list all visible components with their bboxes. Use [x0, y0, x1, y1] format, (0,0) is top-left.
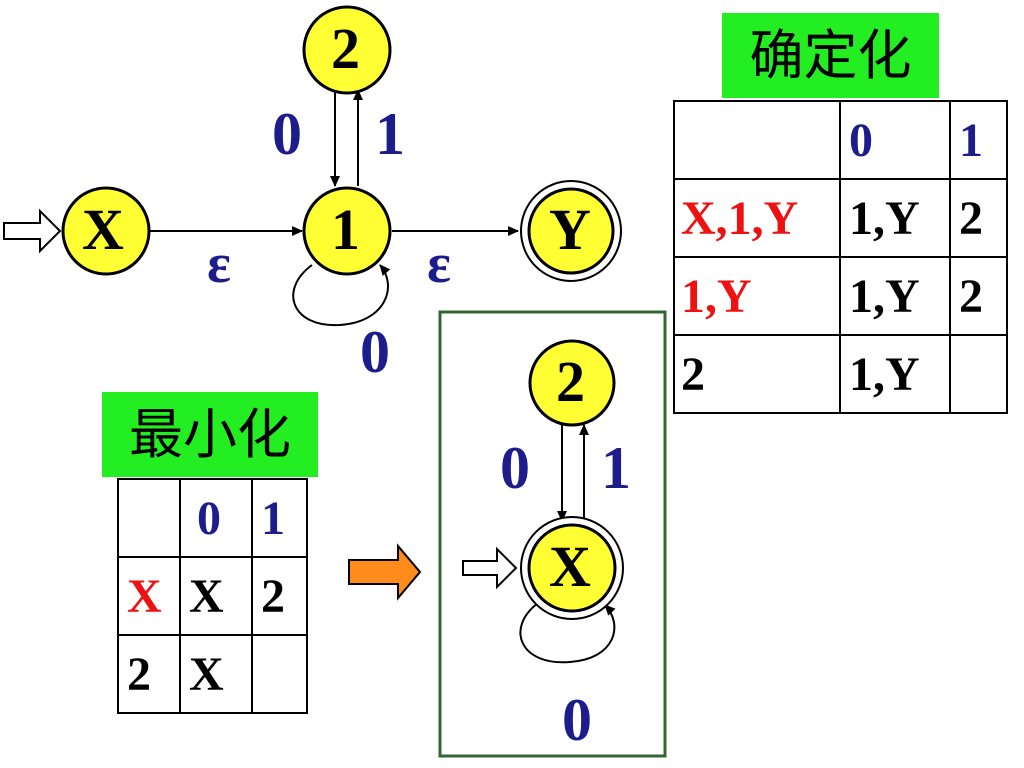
- header-cell: 1: [251, 478, 308, 558]
- start-arrow-icon: [3, 208, 62, 254]
- state-y-label: Y: [549, 197, 591, 262]
- table-cell: 2: [673, 334, 841, 414]
- edge-x-to-1-label: ε: [207, 233, 231, 295]
- table-row: X X 2: [117, 556, 308, 636]
- dfa-state-x-label: X: [549, 534, 591, 599]
- dfa-state-x: [527, 523, 617, 613]
- dfa-edge-x-self-loop-label: 0: [562, 687, 592, 753]
- table-cell: 1,Y: [839, 256, 951, 336]
- minimization-title: 最小化: [102, 392, 318, 477]
- table-header-row: 0 1: [673, 100, 1008, 180]
- dfa-state-2: [528, 339, 616, 427]
- orange-right-arrow-icon: [348, 543, 422, 601]
- table-cell: X: [179, 556, 253, 636]
- header-cell: [117, 478, 181, 558]
- table-cell: X,1,Y: [673, 178, 841, 258]
- state-2-label: 2: [331, 16, 360, 81]
- table-cell: 1,Y: [839, 178, 951, 258]
- minimization-table: 0 1 X X 2 2 X: [117, 478, 308, 714]
- edge-1-self-loop-label: 0: [360, 319, 390, 385]
- state-2: [302, 5, 392, 95]
- table-row: 2 X: [117, 634, 308, 714]
- table-cell: 2: [949, 178, 1008, 258]
- determinization-title: 确定化: [722, 13, 939, 98]
- edge-1-to-2-label: 1: [375, 101, 405, 167]
- state-x: [61, 186, 151, 276]
- dfa-state-2-label: 2: [556, 349, 585, 414]
- table-cell: 1,Y: [839, 334, 951, 414]
- dfa-edge-2-to-x-label: 0: [500, 435, 530, 501]
- table-cell: 2: [251, 556, 308, 636]
- header-cell: 0: [179, 478, 253, 558]
- edge-2-to-1-label: 0: [272, 101, 302, 167]
- header-cell: [673, 100, 841, 180]
- table-cell: [251, 634, 308, 714]
- header-cell: 0: [839, 100, 951, 180]
- edge-1-to-y-label: ε: [427, 233, 451, 295]
- state-y: [527, 187, 615, 275]
- table-row: X,1,Y 1,Y 2: [673, 178, 1008, 258]
- dfa-start-arrow-icon: [462, 546, 518, 590]
- table-cell: [949, 334, 1008, 414]
- header-cell: 1: [949, 100, 1008, 180]
- table-row: 2 1,Y: [673, 334, 1008, 414]
- edge-1-self-loop: [292, 264, 391, 327]
- dfa-edge-x-self-loop: [519, 602, 616, 664]
- table-cell: 1,Y: [673, 256, 841, 336]
- result-frame: [438, 310, 667, 758]
- dfa-edge-x-to-2-label: 1: [601, 435, 631, 501]
- table-cell: 2: [949, 256, 1008, 336]
- table-row: 1,Y 1,Y 2: [673, 256, 1008, 336]
- state-x-label: X: [82, 197, 124, 262]
- state-1-label: 1: [331, 197, 360, 262]
- table-cell: X: [179, 634, 253, 714]
- determinization-table: 0 1 X,1,Y 1,Y 2 1,Y 1,Y 2 2 1,Y: [673, 100, 1008, 414]
- table-cell: 2: [117, 634, 181, 714]
- table-header-row: 0 1: [117, 478, 308, 558]
- state-1: [302, 186, 392, 276]
- table-cell: X: [117, 556, 181, 636]
